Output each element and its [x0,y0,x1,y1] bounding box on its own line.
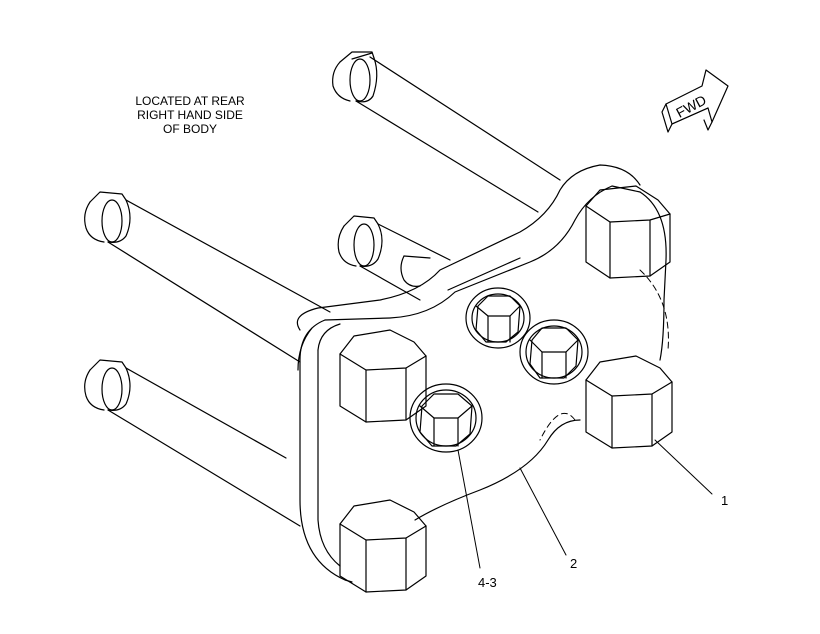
note-line-2: RIGHT HAND SIDE [137,108,243,122]
small-bolt-upper-left [465,287,531,349]
fwd-arrow-icon: FWD [661,69,729,133]
leader-1 [654,439,713,495]
hex-bolt-bottom [339,499,427,593]
rod-middle [337,215,451,301]
note-line-1: LOCATED AT REAR [135,94,245,108]
small-bolt-lower [409,383,483,453]
leader-2 [519,467,567,556]
plate-dashed-outline [539,269,669,441]
small-bolt-center [519,319,589,385]
rod-top [332,51,561,213]
mounting-plate [296,164,667,583]
rod-lower-left [84,359,301,527]
hex-bolt-right [585,355,673,449]
hex-bolt-top-right [585,185,671,279]
callout-1: 1 [721,493,729,508]
leader-lines [457,439,713,569]
note-line-3: OF BODY [162,122,217,136]
callout-2: 2 [570,556,578,571]
location-note: LOCATED AT REAR RIGHT HAND SIDE OF BODY [110,94,270,136]
leader-43 [457,449,481,569]
callout-4-3: 4-3 [478,575,497,590]
hex-bolt-left [339,329,427,423]
rod-upper-left [84,191,331,363]
